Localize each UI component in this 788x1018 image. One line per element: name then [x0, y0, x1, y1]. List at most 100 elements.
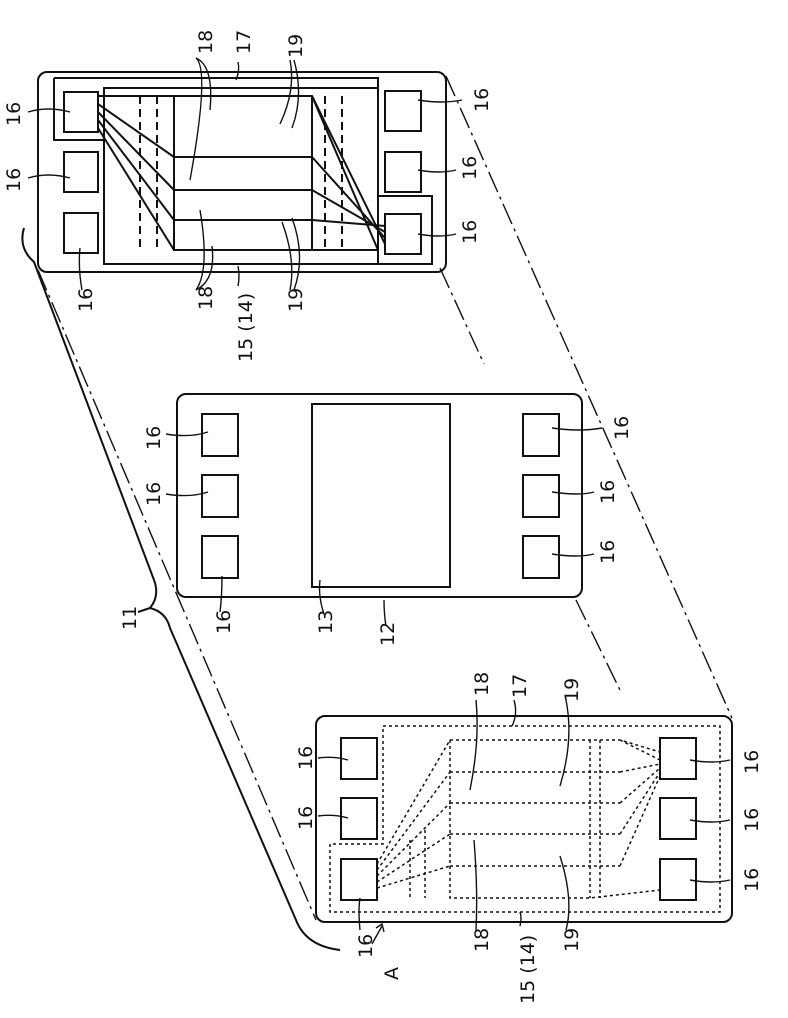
leader-line-19	[560, 856, 569, 930]
label-16: 16	[3, 102, 25, 126]
bottom-fan-line	[620, 776, 660, 866]
bottom-fan-line	[620, 768, 660, 803]
label-16: 16	[143, 482, 165, 506]
label-12: 12	[377, 622, 399, 646]
leader-sheet	[520, 912, 521, 926]
label-16: 16	[611, 416, 633, 440]
top-pad	[64, 213, 98, 253]
bottom-sheet	[316, 716, 732, 922]
leader-pad	[79, 248, 82, 290]
device-pad	[523, 414, 559, 456]
top-fan-line	[98, 104, 174, 157]
top-fan-line	[98, 120, 174, 220]
label-16: 16	[471, 88, 493, 112]
label-18: 18	[471, 672, 493, 696]
top-strip-frame	[174, 96, 378, 250]
label-19: 19	[561, 928, 583, 952]
leader-pad	[418, 170, 456, 172]
label-16: 16	[143, 426, 165, 450]
top-region-17-inner	[54, 78, 432, 264]
leader-pad	[220, 576, 222, 612]
label-19: 19	[561, 678, 583, 702]
top-fan-line	[98, 112, 174, 190]
label-16: 16	[459, 156, 481, 180]
projection-line	[38, 270, 316, 920]
assembly-brace	[22, 228, 340, 950]
label-15-14: 15 (14)	[517, 935, 539, 1004]
bottom-fan-line	[377, 866, 450, 888]
label-11: 11	[119, 606, 141, 630]
leader-pad	[318, 815, 348, 818]
middle-device	[177, 394, 582, 597]
label-16: 16	[459, 220, 481, 244]
top-fan-line	[98, 128, 174, 250]
bottom-sheet-outline	[316, 716, 732, 922]
bottom-strip-frame	[450, 740, 660, 898]
projection-line	[576, 600, 620, 690]
label-16: 16	[741, 868, 763, 892]
label-18: 18	[195, 286, 217, 310]
leader-strip	[470, 700, 477, 790]
leader-region-17	[512, 700, 516, 726]
leader-pad	[359, 898, 360, 930]
device-pad	[202, 536, 238, 578]
label-16: 16	[213, 610, 235, 634]
leader-sheet	[238, 266, 239, 286]
leader-line-19	[292, 60, 299, 128]
reference-labels: 16 16 16 16 16 16 18 18 17 19 19 15 (14)…	[3, 30, 763, 1004]
label-16: 16	[597, 540, 619, 564]
label-16: 16	[741, 808, 763, 832]
bottom-fan-line	[377, 803, 450, 876]
projection-line	[440, 268, 484, 364]
label-16: 16	[295, 806, 317, 830]
device-pad	[202, 475, 238, 517]
leader-strip	[474, 840, 477, 930]
device-pad	[523, 536, 559, 578]
bottom-fan-line	[620, 772, 660, 834]
label-19: 19	[285, 288, 307, 312]
top-sheet	[38, 72, 446, 272]
leader-strip	[196, 58, 211, 110]
leader-pad	[418, 100, 462, 102]
device-pad	[523, 475, 559, 517]
leader-strip	[190, 58, 202, 180]
projection-line	[446, 76, 732, 718]
chip-13	[312, 404, 450, 587]
top-pad	[385, 214, 421, 254]
leader-line-19	[560, 700, 569, 786]
label-a: A	[381, 967, 403, 980]
label-16: 16	[741, 750, 763, 774]
bottom-pad	[660, 738, 696, 779]
device-pad	[202, 414, 238, 456]
label-16: 16	[295, 746, 317, 770]
bottom-pad	[341, 859, 377, 900]
leader-line-19	[282, 222, 292, 290]
leader-pad	[318, 757, 348, 760]
bottom-fan-line	[377, 772, 450, 870]
top-pad	[64, 152, 98, 192]
bottom-fan-line	[377, 740, 450, 864]
bottom-fan-line	[377, 834, 450, 882]
top-region-17-outline	[54, 78, 432, 264]
label-17: 17	[233, 30, 255, 54]
top-pad	[385, 152, 421, 192]
label-16: 16	[355, 934, 377, 958]
label-13: 13	[315, 610, 337, 634]
bottom-pad	[660, 798, 696, 839]
bottom-pad	[341, 738, 377, 779]
top-pad	[385, 91, 421, 131]
leader-line-19	[292, 218, 300, 290]
label-18: 18	[471, 928, 493, 952]
label-16: 16	[75, 288, 97, 312]
label-18: 18	[195, 30, 217, 54]
bottom-pad	[341, 798, 377, 839]
label-16: 16	[597, 480, 619, 504]
label-16: 16	[3, 168, 25, 192]
label-15-14: 15 (14)	[235, 293, 257, 362]
leader-pad	[418, 234, 456, 236]
bottom-fan-line	[620, 764, 660, 772]
leader-line-19	[280, 60, 292, 124]
label-17: 17	[509, 674, 531, 698]
